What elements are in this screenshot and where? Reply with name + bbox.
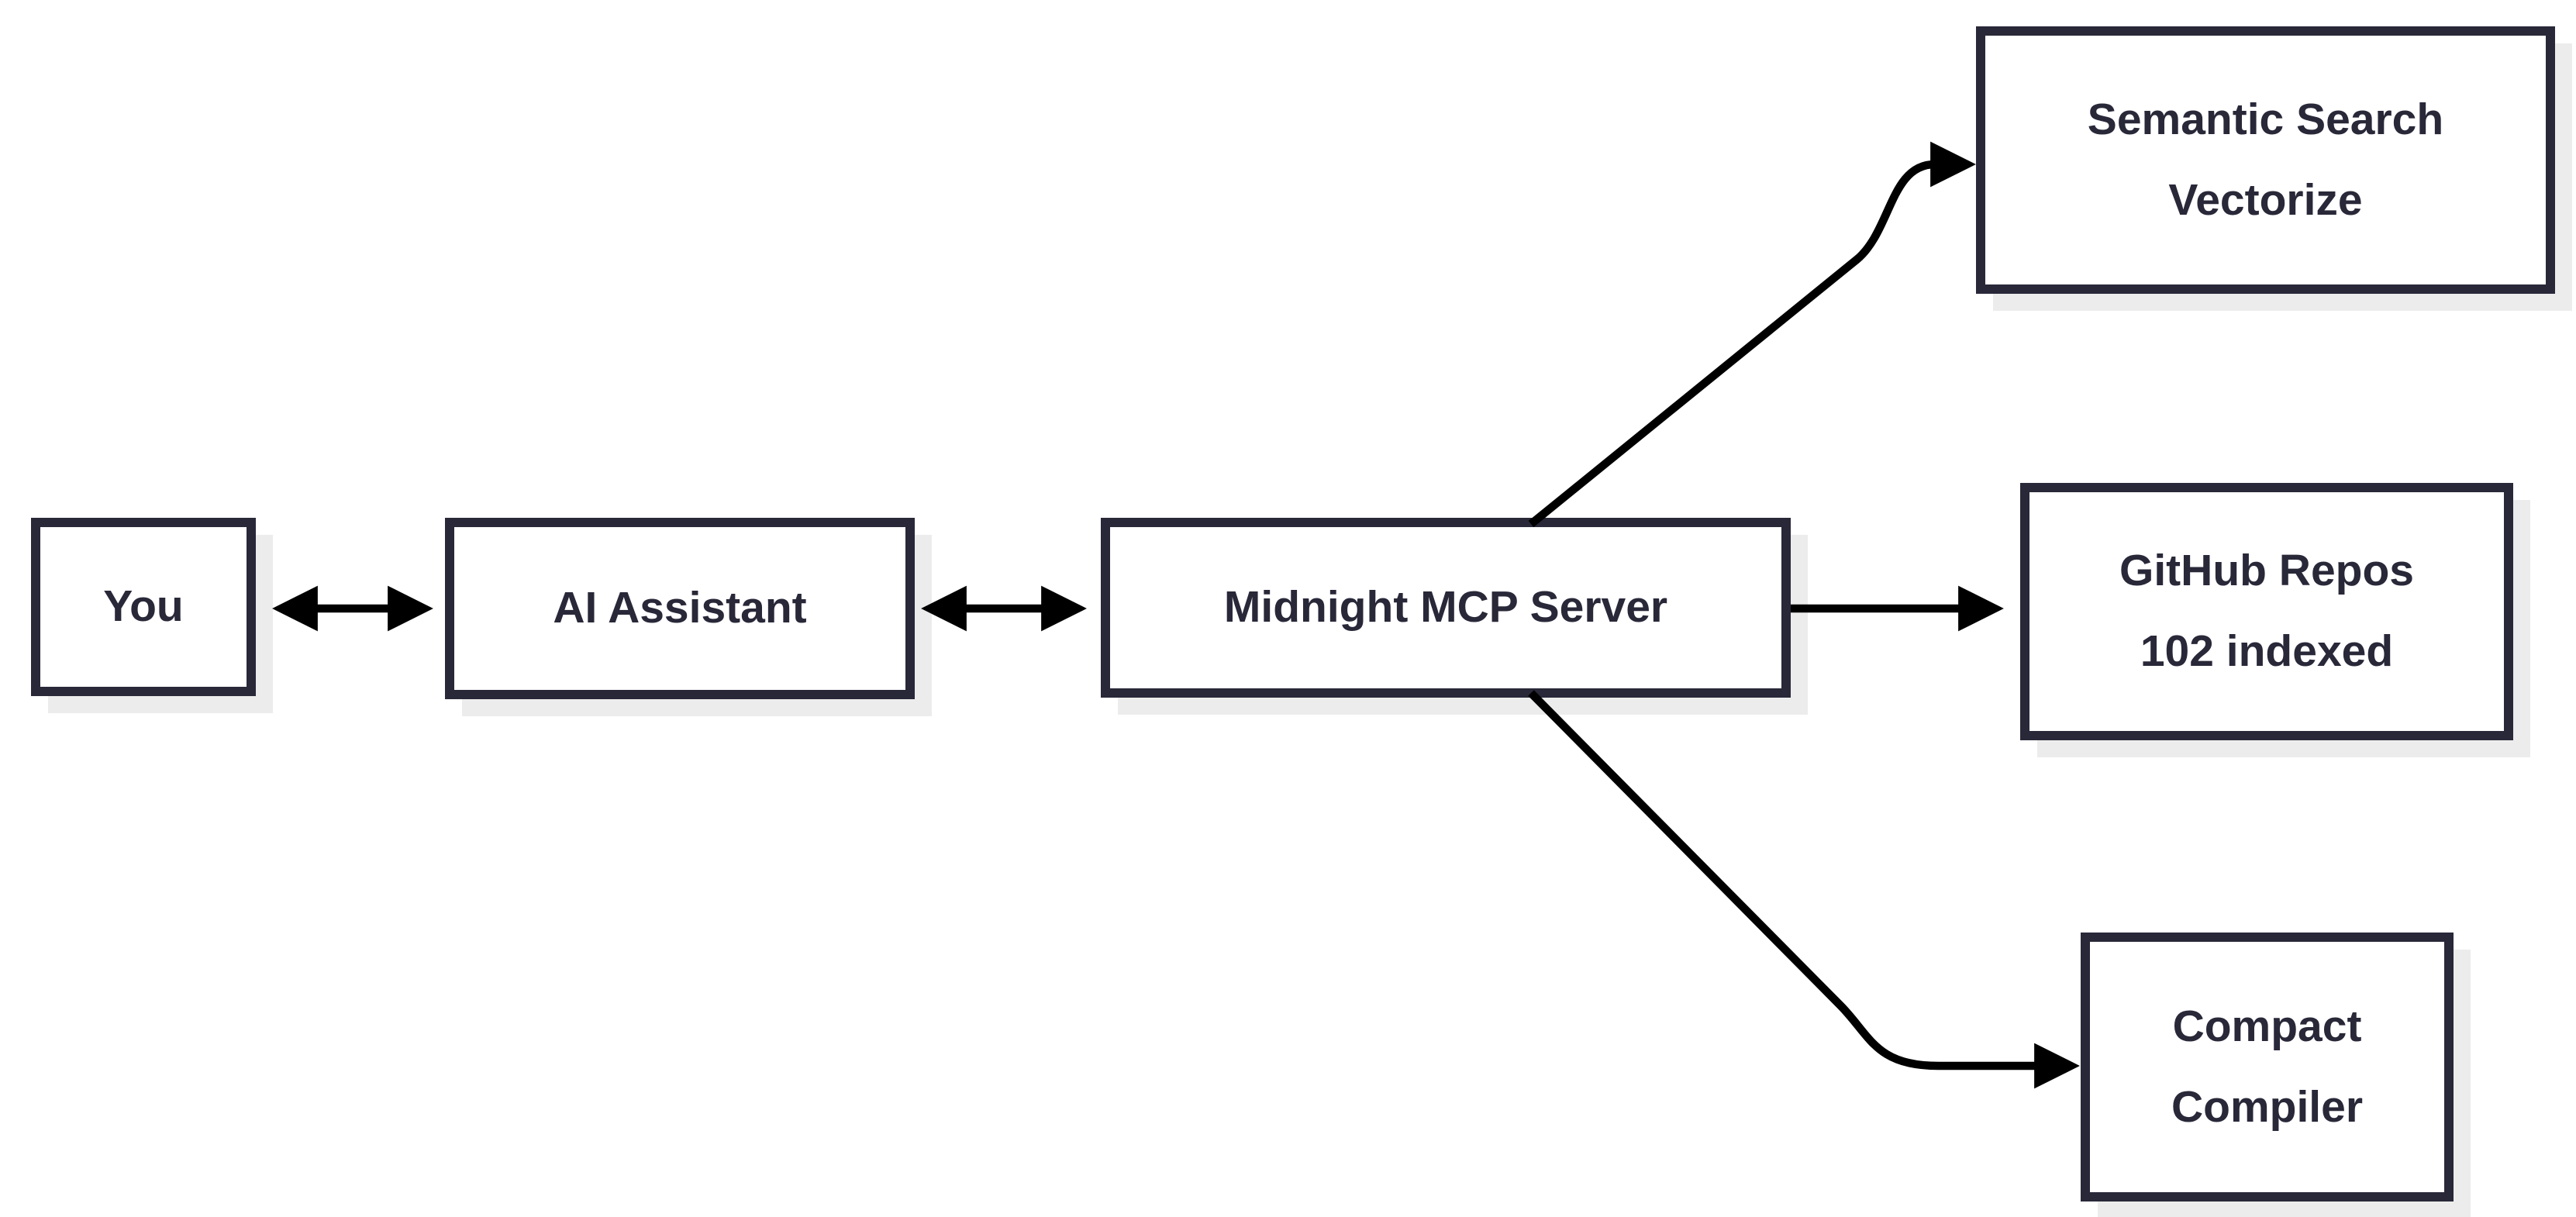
node-midnight-mcp-server: Midnight MCP Server <box>1101 518 1791 698</box>
node-compact-compiler: Compact Compiler <box>2081 933 2454 1201</box>
node-compact-compiler-line2: Compiler <box>2171 1081 2364 1132</box>
node-compact-compiler-line1: Compact <box>2172 1001 2362 1051</box>
node-ai-assistant: AI Assistant <box>445 518 915 699</box>
node-github-repos: GitHub Repos 102 indexed <box>2020 483 2513 740</box>
node-semantic-search-line2: Vectorize <box>2168 174 2363 225</box>
node-github-repos-line2: 102 indexed <box>2140 626 2394 676</box>
node-ai-assistant-label: AI Assistant <box>553 583 807 633</box>
node-github-repos-line1: GitHub Repos <box>2119 546 2414 596</box>
node-you-label: You <box>103 581 184 632</box>
node-semantic-search-line1: Semantic Search <box>2087 94 2444 144</box>
node-you: You <box>31 518 256 696</box>
node-midnight-mcp-server-label: Midnight MCP Server <box>1223 582 1668 633</box>
node-semantic-search-vectorize: Semantic Search Vectorize <box>1976 26 2555 294</box>
edge-mcp-server-compact-compiler <box>1528 690 2080 1089</box>
edge-mcp-server-semantic-search <box>1528 141 1976 528</box>
